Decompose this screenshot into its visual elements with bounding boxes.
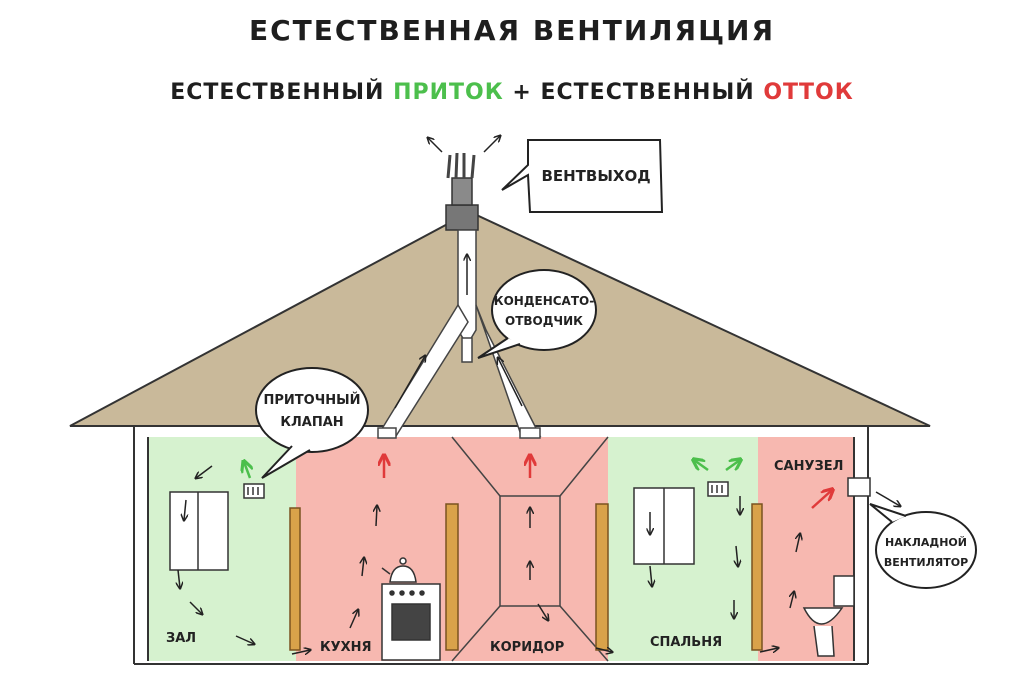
page-title: ЕСТЕСТВЕННАЯ ВЕНТИЛЯЦИЯ [248,14,776,47]
room-label-bathroom: САНУЗЕЛ [774,459,843,474]
window-bedroom [633,487,695,565]
duct-arrows [394,255,523,409]
subtitle-part1: ЕСТЕСТВЕННЫЙ [170,80,394,105]
exhaust-arrow-left [428,138,443,153]
callout-condensate-line1: КОНДЕНСАТО- [494,294,594,308]
window-hall [169,491,229,571]
stove [381,583,441,661]
toilet [802,575,855,657]
house-walls [133,426,869,665]
callout-fan-line2: ВЕНТИЛЯТОР [884,556,968,569]
room-label-kitchen: КУХНЯ [320,640,372,655]
subtitle-intake: ПРИТОК [393,80,504,105]
room-label-bedroom: СПАЛЬНЯ [650,635,722,650]
subtitle-outflow: ОТТОК [763,80,854,105]
callout-fan: НАКЛАДНОЙ ВЕНТИЛЯТОР [869,503,977,589]
room-label-corridor: КОРИДОР [490,640,564,655]
callout-condensate-line2: ОТВОДЧИК [505,314,583,328]
kettle [381,557,417,583]
subtitle-part2: + ЕСТЕСТВЕННЫЙ [503,80,764,105]
corridor-perspective [451,436,609,662]
callout-fan-line1: НАКЛАДНОЙ [885,536,967,549]
exhaust-arrow-right [483,136,500,153]
fan-exhaust-arrow [875,491,900,506]
outflow-arrows [384,456,832,509]
intake-arrows [244,460,740,479]
bathroom-fan-unit [847,477,871,497]
vent-ducts [377,229,542,439]
page-subtitle: ЕСТЕСТВЕННЫЙ ПРИТОК + ЕСТЕСТВЕННЫЙ ОТТОК [0,80,1024,105]
airflow-arrows [178,465,800,654]
callout-intake-valve-line1: ПРИТОЧНЫЙ [264,392,361,408]
intake-valve-hall [243,483,265,499]
callout-intake-valve-line2: КЛАПАН [280,415,343,430]
callout-vent-exit: ВЕНТВЫХОД [501,139,664,213]
callout-condensate: КОНДЕНСАТО- ОТВОДЧИК [477,269,597,359]
room-bathroom [758,437,854,661]
vent-exit-cap [445,152,479,231]
room-label-hall: ЗАЛ [166,631,196,646]
intake-valve-bedroom [707,481,729,497]
callout-intake-valve: ПРИТОЧНЫЙ КЛАПАН [255,367,369,479]
callout-vent-exit-text: ВЕНТВЫХОД [541,167,650,185]
